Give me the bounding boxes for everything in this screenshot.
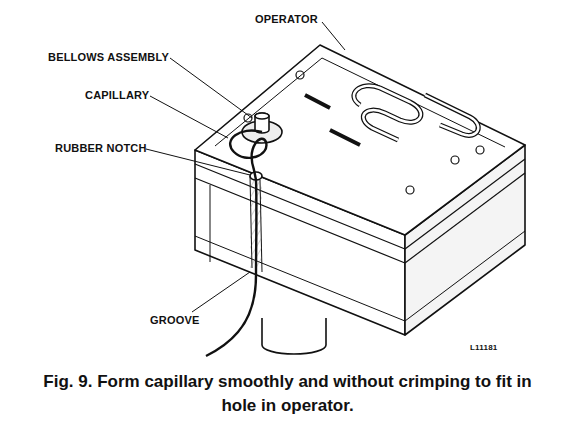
bellows-post xyxy=(255,113,269,119)
base-cylinder xyxy=(262,318,326,354)
figure-code: L11181 xyxy=(470,343,497,352)
part-label: RUBBER NOTCH xyxy=(55,142,147,154)
top-face xyxy=(195,45,525,235)
part-label: BELLOWS ASSEMBLY xyxy=(48,51,169,63)
face-edge xyxy=(210,185,211,262)
channel xyxy=(305,95,360,145)
lip-edge xyxy=(195,159,525,249)
channel xyxy=(354,86,421,140)
channel xyxy=(425,95,478,135)
part-label: CAPILLARY xyxy=(85,89,149,101)
lip-edge xyxy=(195,173,525,263)
top-recess xyxy=(215,58,505,147)
channel xyxy=(425,95,478,135)
figure-caption: Fig. 9. Form capillary smoothly and with… xyxy=(30,370,545,418)
capillary xyxy=(206,131,266,356)
part-label: OPERATOR xyxy=(255,13,318,25)
leader-line xyxy=(146,22,345,312)
part-label: GROOVE xyxy=(150,314,200,326)
channel xyxy=(354,86,421,140)
